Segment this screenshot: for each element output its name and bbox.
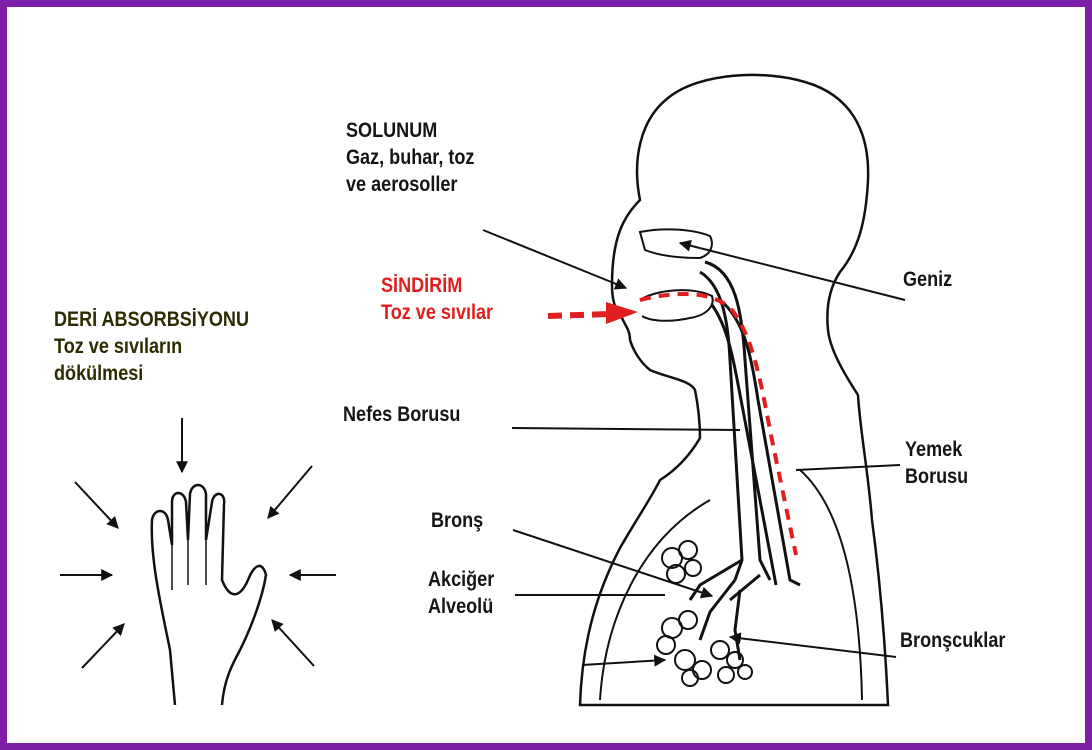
ingestion-path [640, 294, 796, 555]
bronchi [690, 560, 760, 660]
yemek-borusu-label: Yemek Borusu [905, 436, 968, 490]
geniz-pointer [680, 243, 905, 300]
hand-finger-lines [172, 540, 206, 590]
nefes-borusu-label: Nefes Borusu [343, 401, 460, 428]
deri-line-3: dökülmesi [54, 360, 249, 387]
solunum-line-3: ve aerosoller [346, 171, 474, 198]
hand-outline [152, 485, 266, 705]
esophagus [712, 300, 800, 585]
deri-title: DERİ ABSORBSİYONU [54, 306, 249, 333]
brons-pointer [513, 530, 712, 596]
solunum-line-2: Gaz, buhar, toz [346, 144, 474, 171]
solunum-label: SOLUNUM Gaz, buhar, toz ve aerosoller [346, 117, 474, 198]
trachea [700, 262, 770, 580]
chest-arc [800, 470, 862, 700]
akciger-line-1: Akciğer [428, 566, 494, 593]
sindirim-line-2: Toz ve sıvılar [381, 299, 493, 326]
alveolu-line-2: Alveolü [428, 593, 494, 620]
yemek-borusu-line-1: Yemek [905, 436, 968, 463]
bronscuklar-label: Bronşcuklar [900, 627, 1005, 654]
sindirim-label: SİNDİRİM Toz ve sıvılar [381, 272, 493, 326]
yemek-borusu-pointer [796, 465, 900, 470]
nasal-cavity [640, 229, 712, 258]
deri-line-2: Toz ve sıvıların [54, 333, 249, 360]
lung-pointer [582, 660, 665, 665]
head-body-outline [580, 75, 888, 705]
solunum-title: SOLUNUM [346, 117, 474, 144]
bronscuklar-pointer [730, 637, 896, 657]
brons-label: Bronş [431, 507, 483, 534]
geniz-label: Geniz [903, 266, 952, 293]
deri-label: DERİ ABSORBSİYONU Toz ve sıvıların dökül… [54, 306, 249, 387]
skin-arrows [60, 418, 336, 668]
nefes-borusu-pointer [512, 428, 740, 430]
sindirim-title: SİNDİRİM [381, 272, 493, 299]
yemek-borusu-line-2: Borusu [905, 463, 968, 490]
akciger-alveolu-label: Akciğer Alveolü [428, 566, 494, 620]
solunum-pointer [483, 230, 626, 288]
